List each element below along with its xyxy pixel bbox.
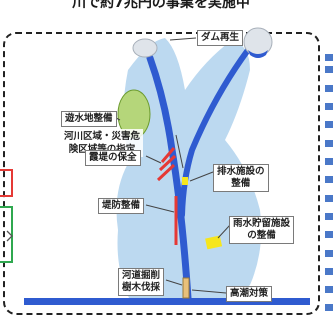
label-drainage-line1: 排水施設の	[217, 166, 265, 177]
label-drainage-line2: 整備	[231, 178, 251, 189]
storage-marker	[205, 235, 223, 250]
label-retention-basin: 遊水地整備	[61, 111, 117, 127]
left-red-marker	[0, 169, 13, 197]
page-header-title: 川で約7兆円の事業を実施中	[72, 0, 250, 11]
label-rainwater-storage-line1: 雨水貯留施設	[233, 218, 291, 229]
label-dredging: 河道掘削 樹木伐採	[118, 268, 165, 296]
sea-line	[24, 298, 310, 305]
dam-reservoir-right	[243, 27, 273, 57]
right-list-marker	[325, 213, 333, 220]
left-green-marker	[0, 206, 13, 263]
label-drainage: 排水施設の 整備	[213, 164, 269, 192]
right-list-marker	[325, 286, 333, 293]
kasumi-levee	[156, 147, 177, 182]
label-river-area-line2: 険区域等の指定	[64, 143, 140, 156]
label-dam: ダム再生	[197, 30, 244, 46]
right-list-marker	[325, 195, 333, 202]
dredging-marker	[182, 277, 190, 299]
label-levee: 堤防整備	[98, 198, 145, 214]
dam-body-right	[248, 50, 268, 58]
right-list-marker	[325, 231, 333, 238]
label-storm-surge: 高潮対策	[226, 286, 273, 302]
leader-lines	[115, 37, 231, 294]
right-list-marker	[325, 250, 333, 257]
right-list-marker	[325, 158, 333, 165]
drain-marker	[182, 177, 188, 185]
right-list-marker	[325, 140, 333, 147]
dashed-frame	[3, 32, 320, 315]
right-list-marker	[325, 66, 333, 73]
right-list-marker	[325, 85, 333, 92]
right-list-marker	[325, 176, 333, 183]
right-list-marker	[325, 121, 333, 128]
right-list-marker	[325, 54, 333, 61]
label-dredging-line1: 河道掘削	[122, 270, 161, 281]
label-rainwater-storage: 雨水貯留施設 の整備	[229, 216, 295, 244]
label-rainwater-storage-line2: の整備	[247, 230, 276, 241]
label-kasumi-levee: 霞堤の保全	[85, 150, 141, 166]
dam-reservoir-left	[132, 38, 158, 58]
label-river-area-line1: 河川区域・災害危	[64, 131, 141, 142]
river-main-channel	[146, 54, 192, 302]
left-arrow-icon	[6, 230, 13, 242]
right-list-marker	[325, 304, 333, 311]
right-list-marker	[325, 268, 333, 275]
right-list-marker	[325, 103, 333, 110]
label-dredging-line2: 樹木伐採	[122, 282, 161, 293]
river-tributary	[179, 47, 251, 218]
